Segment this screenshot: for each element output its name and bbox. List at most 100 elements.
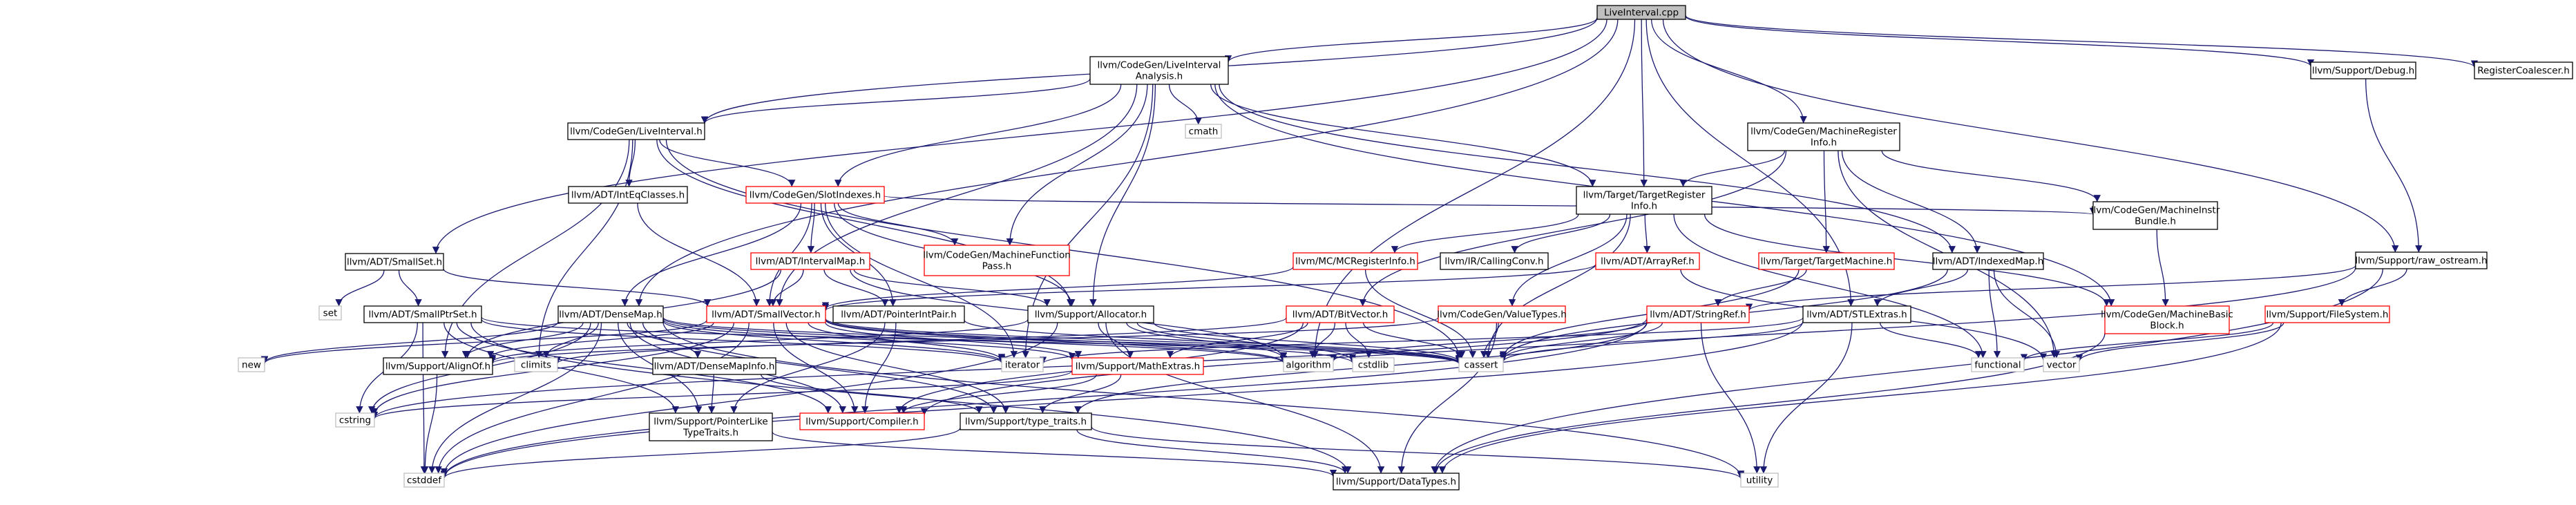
node-set[interactable]: set (318, 305, 342, 321)
node-box (1352, 357, 1395, 372)
edge-stlextras_h-to-utility (1759, 322, 1853, 474)
node-compiler-h[interactable]: llvm/Support/Compiler.h (799, 412, 925, 430)
edge-liveintervalanalysis_h-to-slotindexes_h (834, 84, 1122, 187)
node-cstddef[interactable]: cstddef (403, 473, 445, 488)
node-type-traits-h[interactable]: llvm/Support/type_traits.h (960, 412, 1092, 430)
node-box (363, 305, 482, 323)
edge-line (769, 269, 804, 307)
node-box (335, 412, 375, 428)
node-callingconv-h[interactable]: llvm/IR/CallingConv.h (1440, 252, 1549, 270)
edge-stlextras_h-to-iterator (1040, 317, 1804, 364)
edge-liveintervalanalysis_h-to-targetregisterinfo_h (1210, 84, 1596, 187)
edge-liveinterval_cpp-to-liveintervalanalysis_h (1224, 17, 1598, 63)
node-smallset-h[interactable]: llvm/ADT/SmallSet.h (345, 253, 444, 271)
edge-stlextras_h-to-cstddef (440, 321, 1804, 479)
node-stlextras-h[interactable]: llvm/ADT/STLExtras.h (1802, 305, 1911, 323)
edge-allocator_h-to-mathextras_h (1098, 322, 1134, 359)
edge-filesystem_h-to-functional (2020, 322, 2274, 361)
edge-densemap_h-to-climits (542, 322, 599, 359)
edge-machineregisterinfo_h-to-targetmachine_h (1822, 150, 1830, 254)
edge-line (1685, 15, 2314, 67)
node-new[interactable]: new (238, 357, 265, 372)
edge-machineinstrbundle_h-to-machinebasicblock_h (2156, 229, 2169, 307)
edge-raw_ostream_h-to-compiler_h (920, 267, 2356, 416)
node-box (1595, 252, 1700, 270)
edge-machineregisterinfo_h-to-machineinstrbundle_h (1881, 150, 2101, 202)
node-smallvector-h[interactable]: llvm/ADT/SmallVector.h (706, 305, 826, 323)
edge-targetregisterinfo_h-to-machinebasicblock_h (1704, 213, 2110, 307)
edge-smallptrset_h-to-cstddef (420, 322, 428, 474)
node-mathextras-h[interactable]: llvm/Support/MathExtras.h (1071, 357, 1204, 375)
node-label: llvm/Target/TargetMachine.h (1761, 256, 1893, 267)
node-utility[interactable]: utility (1740, 473, 1779, 488)
node-valuetypes-h[interactable]: llvm/CodeGen/ValueTypes.h (1437, 305, 1567, 323)
node-datatypes-h[interactable]: llvm/Support/DataTypes.h (1333, 473, 1460, 490)
node-debug-h[interactable]: llvm/Support/Debug.h (2310, 61, 2416, 79)
edge-pointerliketypetraits_h-to-datatypes_h (772, 431, 1337, 477)
edge-line (421, 374, 438, 474)
node-box (1027, 305, 1154, 323)
node-densemapinfo-h[interactable]: llvm/ADT/DenseMapInfo.h (652, 357, 776, 375)
edge-targetregisterinfo_h-to-callingconv_h (1511, 213, 1611, 254)
node-cmath[interactable]: cmath (1185, 124, 1222, 139)
node-box (1089, 56, 1229, 85)
node-cstdlib[interactable]: cstdlib (1352, 357, 1395, 372)
node-iterator[interactable]: iterator (1001, 357, 1044, 372)
node-registercoalescer-h[interactable]: RegisterCoalescer.h (2474, 61, 2573, 79)
node-bitvector-h[interactable]: llvm/ADT/BitVector.h (1286, 305, 1395, 323)
edge-liveinterval_h-to-climits (535, 139, 633, 359)
node-mcregisterinfo-h[interactable]: llvm/MC/MCRegisterInfo.h (1292, 252, 1418, 270)
node-liveinterval-h[interactable]: llvm/CodeGen/LiveInterval.h (567, 122, 705, 140)
node-label: functional (1974, 360, 2021, 371)
node-label: llvm/ADT/IndexedMap.h (1933, 256, 2044, 267)
edge-densemap_h-to-new (260, 321, 559, 363)
node-arrayref-h[interactable]: llvm/ADT/ArrayRef.h (1595, 252, 1700, 270)
node-box (1747, 122, 1900, 151)
node-slotindexes-h[interactable]: llvm/CodeGen/SlotIndexes.h (745, 186, 885, 204)
node-cstring[interactable]: cstring (335, 412, 375, 428)
edge-line (625, 139, 636, 187)
node-smallptrset-h[interactable]: llvm/ADT/SmallPtrSet.h (363, 305, 482, 323)
node-cassert[interactable]: cassert (1458, 357, 1504, 372)
edge-pointerintpair_h-to-compiler_h (861, 322, 897, 414)
node-label: llvm/IR/CallingConv.h (1444, 256, 1543, 267)
node-vector[interactable]: vector (2043, 357, 2080, 372)
node-intervalmap-h[interactable]: llvm/ADT/IntervalMap.h (750, 252, 870, 270)
node-filesystem-h[interactable]: llvm/Support/FileSystem.h (2264, 305, 2390, 323)
edge-allocator_h-to-algorithm (1126, 322, 1288, 360)
node-allocator-h[interactable]: llvm/Support/Allocator.h (1027, 305, 1154, 323)
edge-liveintervalanalysis_h-to-machinefunctionpass_h (1006, 84, 1148, 246)
edge-line (1841, 150, 1981, 254)
edge-smallvector_h-to-new (261, 319, 707, 364)
node-densemap-h[interactable]: llvm/ADT/DenseMap.h (557, 305, 664, 323)
node-box (1286, 305, 1395, 323)
edge-line (1508, 213, 1628, 307)
edge-line (834, 84, 1122, 187)
node-functional[interactable]: functional (1971, 357, 2025, 372)
node-stringref-h[interactable]: llvm/ADT/StringRef.h (1646, 305, 1750, 323)
node-alignof-h[interactable]: llvm/Support/AlignOf.h (383, 357, 493, 375)
node-label: llvm/CodeGen/LiveInterval.h (570, 126, 703, 137)
node-indexedmap-h[interactable]: llvm/ADT/IndexedMap.h (1932, 252, 2044, 270)
edge-slotindexes_h-to-machineinstrbundle_h (884, 195, 2096, 216)
node-pointerintpair-h[interactable]: llvm/ADT/PointerIntPair.h (832, 305, 965, 323)
node-intEqClasses-h[interactable]: llvm/ADT/IntEqClasses.h (568, 186, 688, 204)
node-label: llvm/Support/Debug.h (2312, 66, 2414, 77)
node-box (567, 122, 705, 140)
node-box (832, 305, 965, 323)
edge-type_traits_h-to-cstddef (441, 427, 961, 479)
node-label: llvm/ADT/STLExtras.h (1806, 309, 1907, 321)
node-box (2043, 357, 2080, 372)
node-algorithm[interactable]: algorithm (1283, 357, 1334, 372)
node-targetmachine-h[interactable]: llvm/Target/TargetMachine.h (1758, 252, 1895, 270)
edge-liveinterval_h-to-intEqClasses_h (625, 139, 636, 187)
node-climits[interactable]: climits (514, 357, 558, 372)
node-raw-ostream-h[interactable]: llvm/Support/raw_ostream.h (2355, 251, 2488, 269)
